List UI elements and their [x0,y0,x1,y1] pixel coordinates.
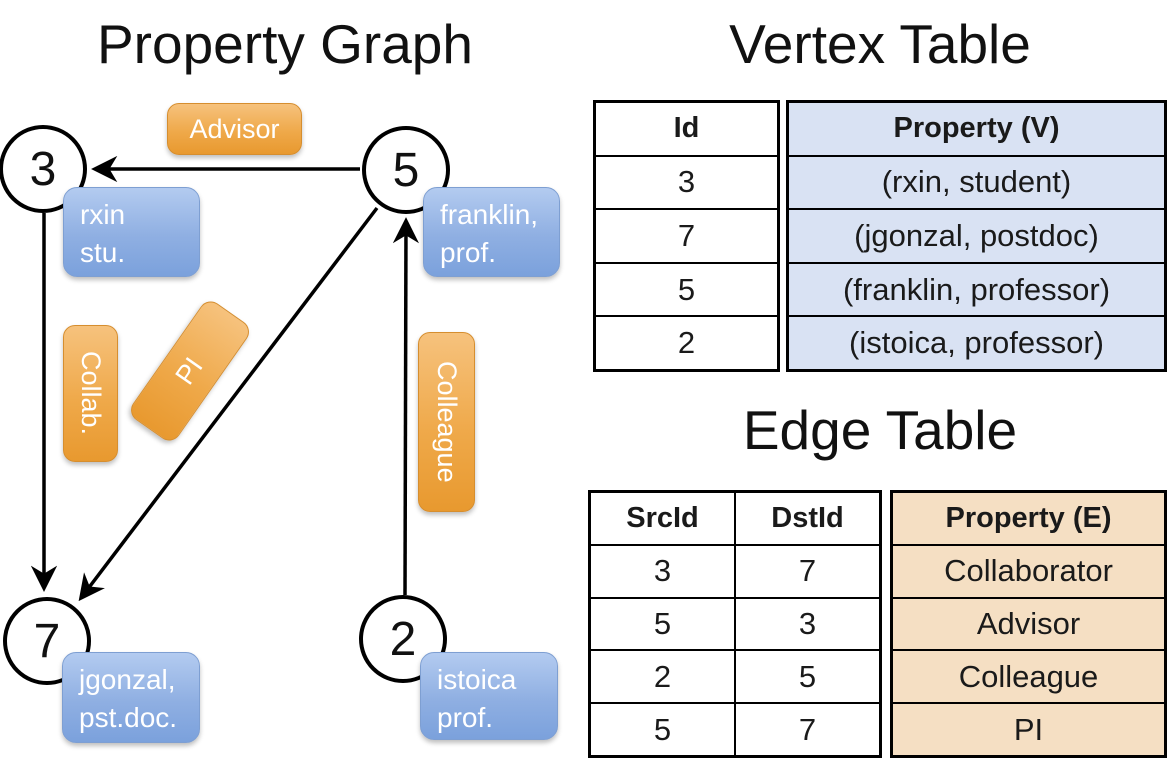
table-row: 3 7 [591,543,879,597]
cell-srcid: 3 [653,553,672,589]
cell-id: 2 [677,325,696,361]
table-row: 7 [596,208,777,262]
vertex-property-box-rxin: rxin stu. [63,187,200,277]
vertex-node-5: 5 [362,126,450,214]
vertex-node-2: 2 [359,595,447,683]
cell-srcid: 5 [653,711,672,747]
table-row: PI [893,702,1164,755]
edge-label-collaborator: Collab. [63,325,118,462]
table-header-row: Id [596,103,777,155]
edge-label-text: Advisor [189,113,280,144]
vertex-property-box-istoica: istoica prof. [420,652,558,740]
cell-id: 5 [677,271,696,307]
graph-edges [30,155,420,602]
edge-label-advisor: Advisor [167,103,302,155]
table-row: Colleague [893,649,1164,703]
cell-property: (jgonzal, postdoc) [789,210,1164,262]
vertex-property-line: jgonzal, [79,664,176,695]
cell-property: Colleague [893,651,1164,703]
table-row: (istoica, professor) [789,315,1164,369]
column-header-id: Id [673,112,700,145]
cell-srcid: 5 [653,605,672,641]
vertex-id-label: 7 [33,614,61,668]
table-row: 2 [596,315,777,369]
column-header-dstid: DstId [734,493,879,544]
cell-property: (istoica, professor) [789,317,1164,369]
vertex-property-line: istoica [437,664,517,695]
edge-label-text: PI [169,351,210,390]
table-row: (jgonzal, postdoc) [789,208,1164,262]
cell-srcid: 2 [653,658,672,694]
cell-id: 7 [677,217,696,253]
cell-property: Advisor [893,598,1164,650]
table-row: 5 3 [591,596,879,650]
table-header-row: Property (V) [789,103,1164,155]
vertex-property-box-jgonzal: jgonzal, pst.doc. [62,652,200,743]
graph-panel-title: Property Graph [96,13,473,75]
table-row: 3 [596,154,777,209]
table-row: (rxin, student) [789,154,1164,209]
cell-property: (franklin, professor) [789,263,1164,316]
vertex-property-line: stu. [80,237,126,268]
cell-id: 3 [677,164,696,200]
cell-property: Collaborator [893,545,1164,597]
edge-table-title: Edge Table [742,399,1018,461]
table-row: Advisor [893,596,1164,650]
edge-table-property-column: Property (E) Collaborator Advisor Collea… [890,490,1167,758]
edge-label-text: Colleague [432,361,462,483]
vertex-id-label: 3 [29,142,57,196]
column-header-srcid: SrcId [626,501,699,534]
vertex-property-line: prof. [440,237,497,268]
vertex-id-label: 2 [389,612,417,666]
vertex-property-line: pst.doc. [79,702,178,733]
column-header-property-e: Property (E) [893,493,1164,544]
vertex-table-title: Vertex Table [729,13,1031,75]
vertex-id-label: 5 [392,143,420,197]
cell-dstid: 5 [734,651,879,703]
vertex-table-id-column: Id 3 7 5 2 [593,100,780,372]
vertex-property-line: prof. [437,702,494,733]
cell-dstid: 3 [734,598,879,650]
vertex-table-property-column: Property (V) (rxin, student) (jgonzal, p… [786,100,1167,372]
edge-5-to-7-arrow [78,206,379,602]
cell-dstid: 7 [734,704,879,755]
vertex-property-box-franklin: franklin, prof. [423,187,560,277]
cell-property: PI [893,704,1164,755]
table-header-row: SrcId DstId [591,493,879,544]
table-row: 2 5 [591,649,879,703]
column-header-property-v: Property (V) [789,103,1164,155]
edge-label-text: Collab. [76,351,106,436]
cell-property: (rxin, student) [789,156,1164,209]
vertex-property-line: rxin [80,199,126,230]
table-row: (franklin, professor) [789,261,1164,316]
vertex-property-line: franklin, [440,199,539,230]
edge-2-to-5-arrow [392,217,420,596]
table-row: 5 7 [591,702,879,755]
cell-dstid: 7 [734,545,879,597]
table-header-row: Property (E) [893,493,1164,544]
table-row: 5 [596,261,777,316]
edge-label-colleague: Colleague [418,332,475,512]
table-row: Collaborator [893,543,1164,597]
edge-table-id-columns: SrcId DstId 3 7 5 3 2 5 5 7 [588,490,882,758]
